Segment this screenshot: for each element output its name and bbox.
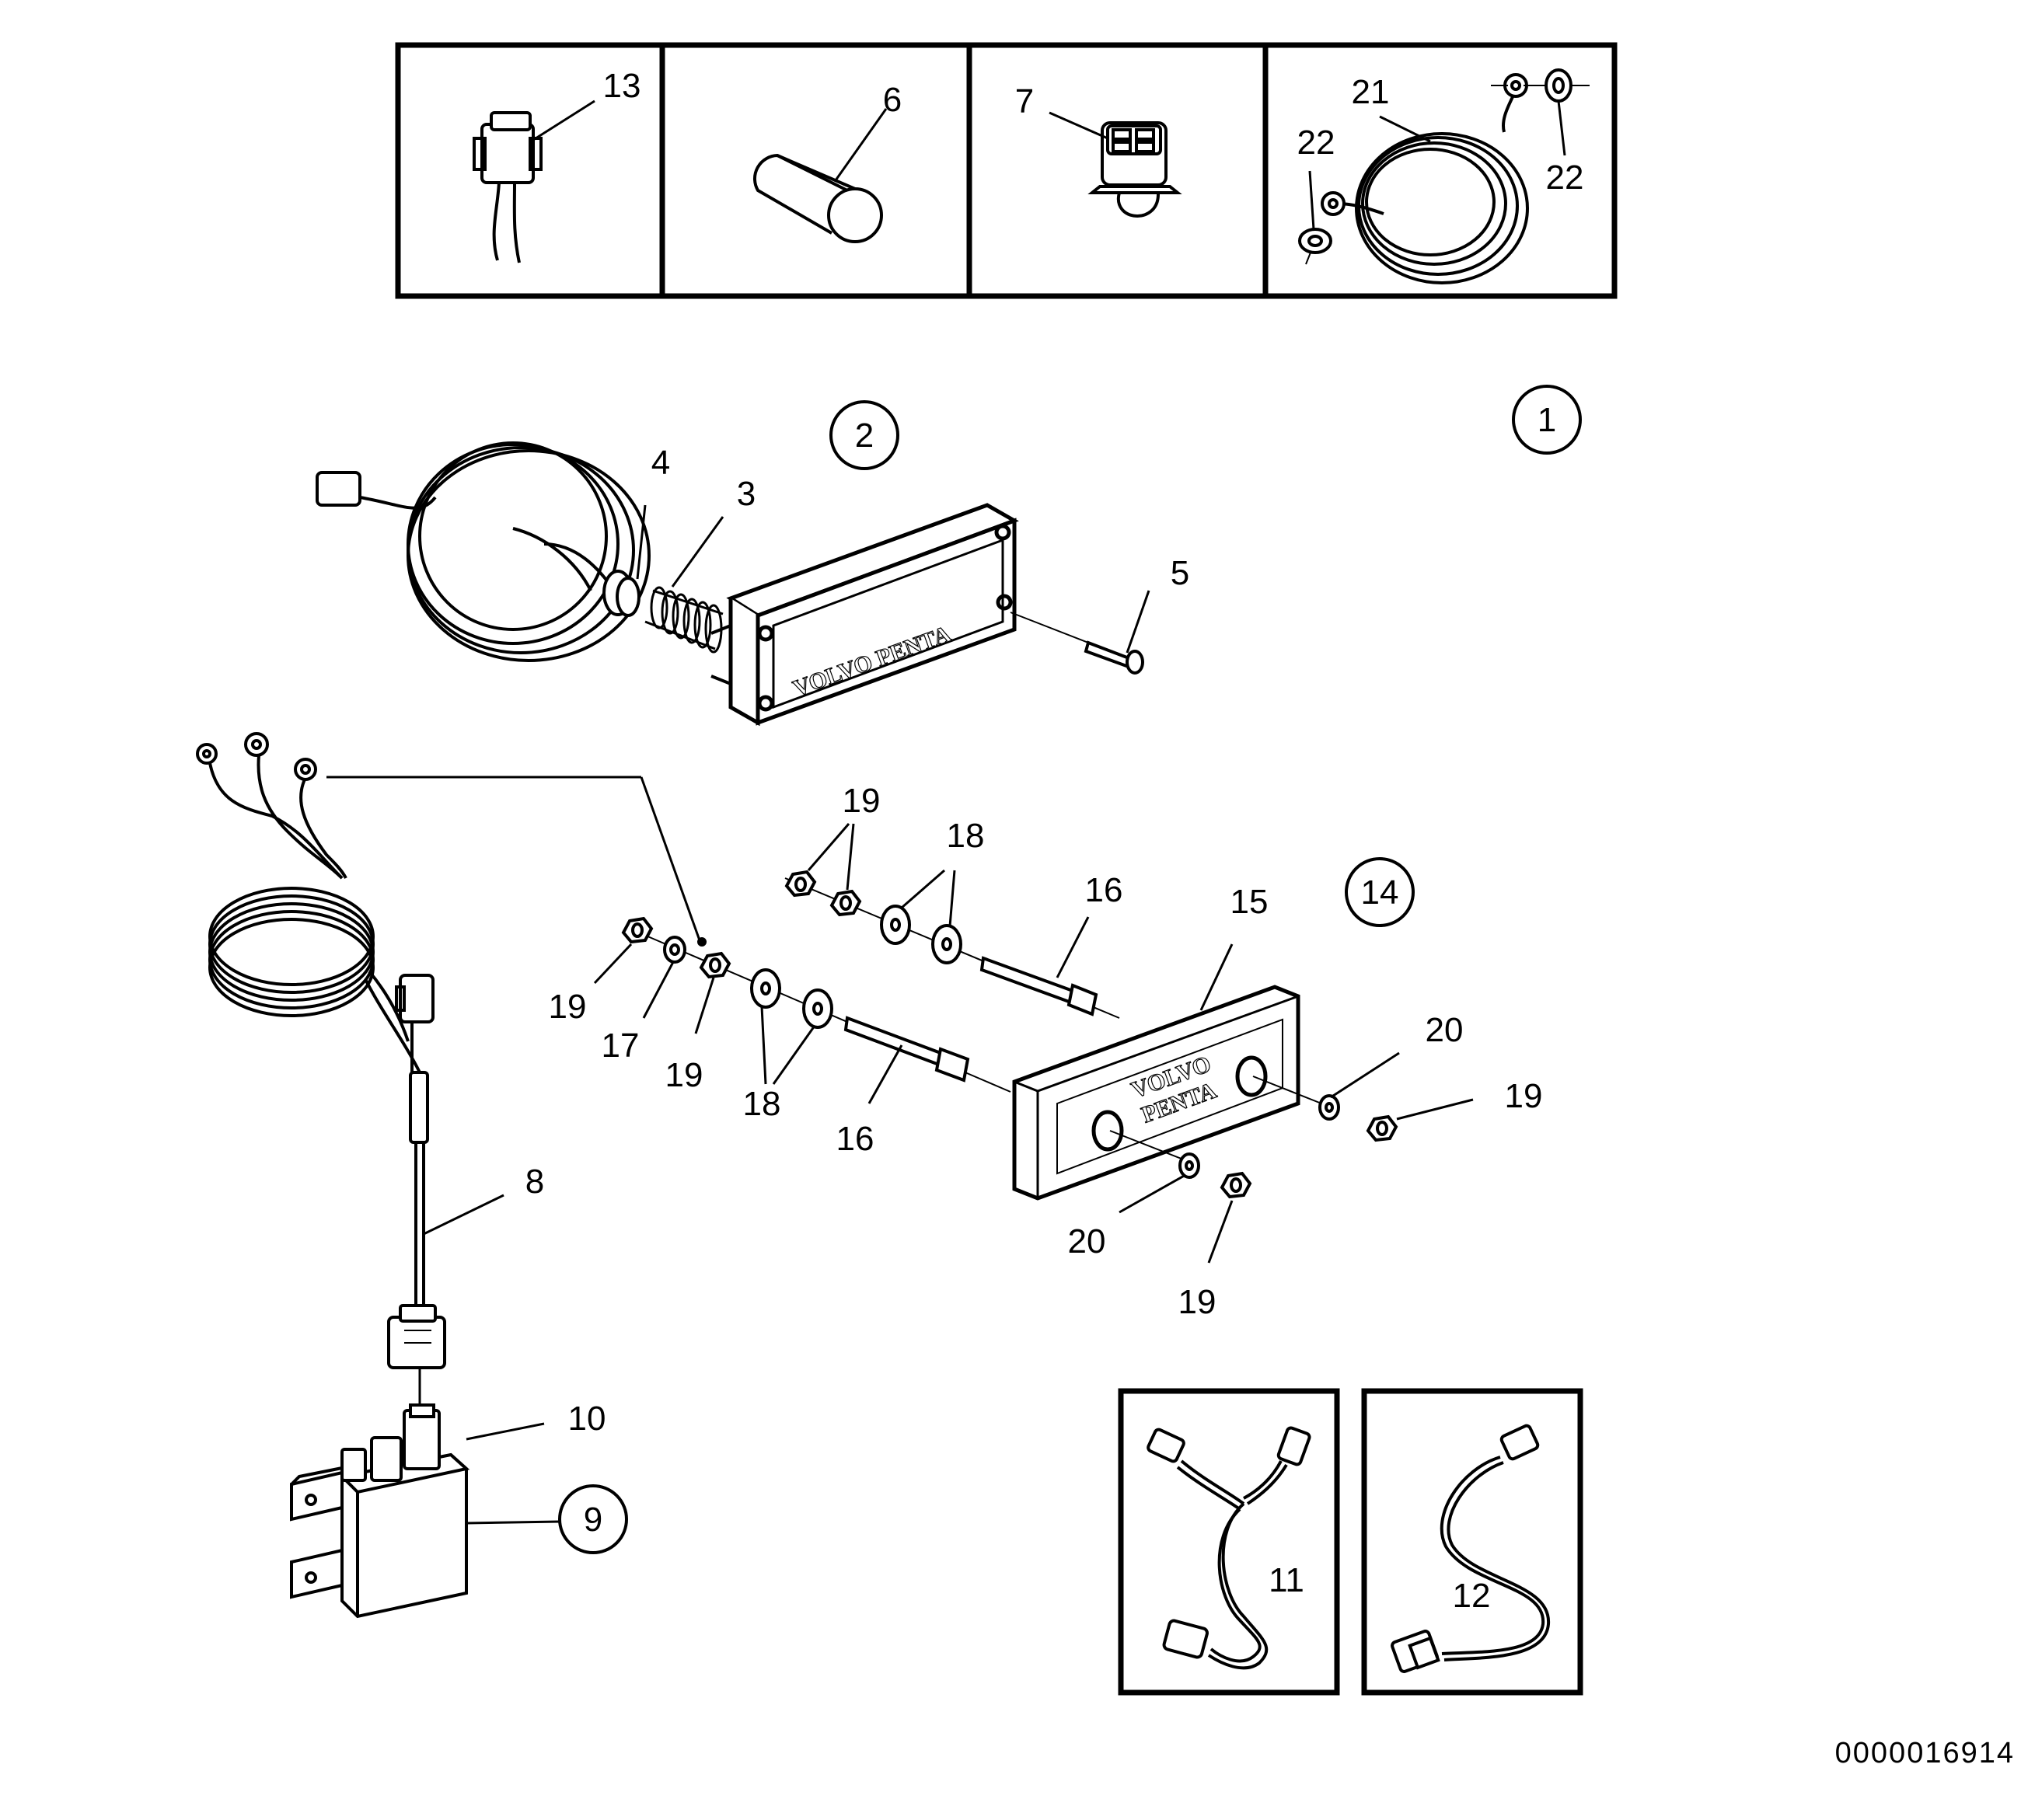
callout-19-mid: 19	[665, 1056, 703, 1094]
svg-text:2: 2	[855, 417, 874, 455]
callout-17: 17	[602, 1027, 640, 1065]
connector-13-icon	[473, 99, 595, 263]
callout-20-right: 20	[1426, 1011, 1464, 1049]
right-hardware-icon	[1119, 1051, 1474, 1264]
callout-19-top: 19	[843, 782, 881, 820]
callout-19-bottom: 19	[1178, 1283, 1216, 1321]
callout-4: 4	[651, 444, 670, 482]
extension-cable-12-icon	[1391, 1424, 1551, 1673]
callout-22-right: 22	[1546, 159, 1584, 197]
callout-3: 3	[737, 475, 756, 513]
callout-5: 5	[1171, 554, 1189, 592]
callout-18-bottom: 18	[743, 1085, 781, 1123]
sleeve-6-icon	[753, 108, 888, 243]
callout-16-top: 16	[1085, 871, 1123, 909]
callout-19-right: 19	[1505, 1077, 1543, 1115]
wiring-harness-8-icon	[196, 732, 707, 1410]
cable-gland-3-icon	[644, 516, 724, 654]
washer-22-icon	[1298, 68, 1572, 265]
callout-6: 6	[883, 81, 902, 119]
callout-11: 11	[1269, 1561, 1304, 1599]
connector-7-icon	[1049, 111, 1182, 218]
group-marker-1: 1	[1512, 385, 1582, 455]
upper-hardware-row-icon	[784, 823, 1120, 1019]
callout-16-bottom: 16	[836, 1120, 874, 1158]
callout-20-bottom: 20	[1068, 1222, 1106, 1260]
callout-12: 12	[1453, 1577, 1491, 1615]
cable-coil-2-icon	[316, 441, 651, 662]
logo-plate-15-icon	[1012, 943, 1322, 1201]
lower-hardware-row-icon	[593, 916, 1011, 1104]
y-harness-11-icon	[1147, 1426, 1311, 1670]
group-marker-2: 2	[829, 400, 899, 470]
callout-21: 21	[1352, 73, 1390, 111]
callout-22-left: 22	[1297, 124, 1335, 162]
callout-10: 10	[568, 1400, 606, 1438]
top-inset-panel	[395, 42, 1618, 299]
group-marker-9: 9	[558, 1484, 628, 1554]
svg-text:9: 9	[584, 1501, 602, 1539]
svg-text:1: 1	[1538, 401, 1556, 439]
callout-15: 15	[1230, 883, 1269, 921]
control-unit-10-icon	[290, 1403, 560, 1619]
display-panel-2-icon	[710, 503, 1019, 727]
group-marker-14: 14	[1345, 857, 1415, 927]
callout-18-top: 18	[947, 817, 985, 855]
screw-5-icon	[1010, 590, 1150, 675]
callout-8: 8	[525, 1163, 544, 1201]
drawing-number: 0000016914	[1835, 1737, 2015, 1769]
svg-text:14: 14	[1361, 873, 1399, 912]
bottom-inset-panel	[1118, 1388, 1583, 1696]
callout-19-left: 19	[549, 988, 587, 1026]
callout-7: 7	[1015, 82, 1034, 120]
ground-cable-21-icon	[1321, 73, 1590, 284]
callout-13: 13	[603, 67, 641, 105]
